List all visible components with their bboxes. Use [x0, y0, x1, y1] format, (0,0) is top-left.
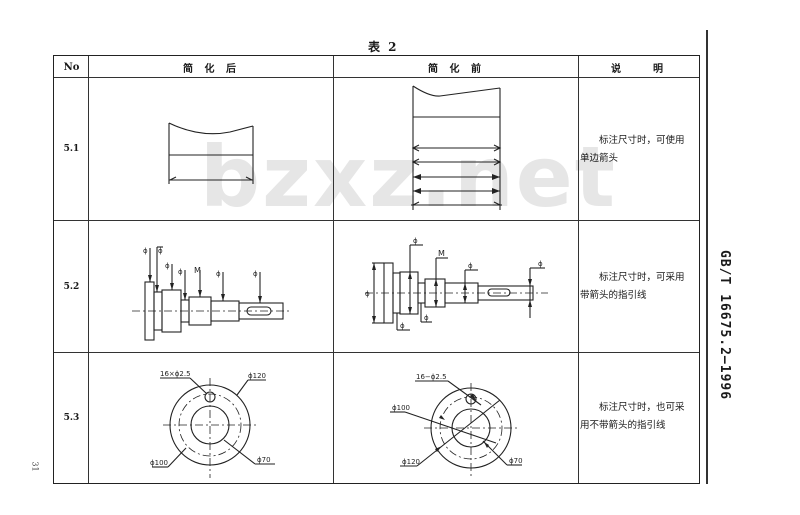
svg-text:ϕ: ϕ [165, 262, 170, 270]
column-divider [333, 56, 334, 483]
svg-text:ϕ: ϕ [178, 268, 183, 276]
row-number: 5.3 [63, 413, 80, 423]
standard-number: GB/T 16675.2—1996 [717, 250, 732, 401]
svg-text:16−ϕ2.5: 16−ϕ2.5 [416, 373, 447, 381]
row-divider [54, 352, 699, 353]
row-divider [54, 77, 699, 78]
svg-text:ϕ: ϕ [216, 270, 221, 278]
header-before: 简 化 前 [428, 63, 485, 75]
svg-text:ϕ: ϕ [538, 260, 543, 268]
svg-text:ϕ70: ϕ70 [257, 456, 271, 464]
svg-text:M: M [194, 266, 201, 275]
margin-rule [706, 30, 708, 484]
header-after: 简 化 后 [183, 63, 240, 75]
svg-text:ϕ100: ϕ100 [150, 459, 168, 467]
row-number: 5.2 [63, 281, 80, 292]
row-number: 5.1 [63, 144, 80, 154]
svg-text:ϕ: ϕ [143, 247, 148, 255]
svg-text:ϕ120: ϕ120 [248, 372, 266, 380]
row-description: 标注尺寸时，可使用单边箭头 [580, 135, 685, 164]
svg-text:ϕ: ϕ [158, 247, 163, 255]
header-description: 说 明 [611, 63, 667, 75]
svg-text:ϕ: ϕ [365, 290, 370, 298]
table-caption: 表 2 [368, 40, 399, 54]
row-description: 标注尺寸时，可采用带箭头的指引线 [580, 272, 685, 301]
svg-text:ϕ70: ϕ70 [509, 457, 523, 465]
svg-text:ϕ: ϕ [413, 237, 418, 245]
svg-text:ϕ: ϕ [468, 262, 473, 270]
page-number: 31 [30, 461, 40, 472]
column-divider [88, 56, 89, 483]
header-no: No [63, 61, 80, 73]
row-divider [54, 220, 699, 221]
svg-text:16×ϕ2.5: 16×ϕ2.5 [160, 370, 191, 378]
row-description: 标注尺寸时，也可采用不带箭头的指引线 [580, 402, 685, 431]
svg-text:ϕ100: ϕ100 [392, 404, 410, 412]
svg-text:ϕ120: ϕ120 [402, 458, 420, 466]
svg-text:M: M [438, 249, 445, 258]
svg-text:ϕ: ϕ [253, 270, 258, 278]
svg-text:ϕ: ϕ [400, 322, 405, 330]
svg-text:ϕ: ϕ [424, 314, 429, 322]
standards-table: No 简 化 后 简 化 前 说 明 5.1 5.2 5.3 标注尺寸时，可使用… [53, 55, 700, 484]
column-divider [578, 56, 579, 483]
